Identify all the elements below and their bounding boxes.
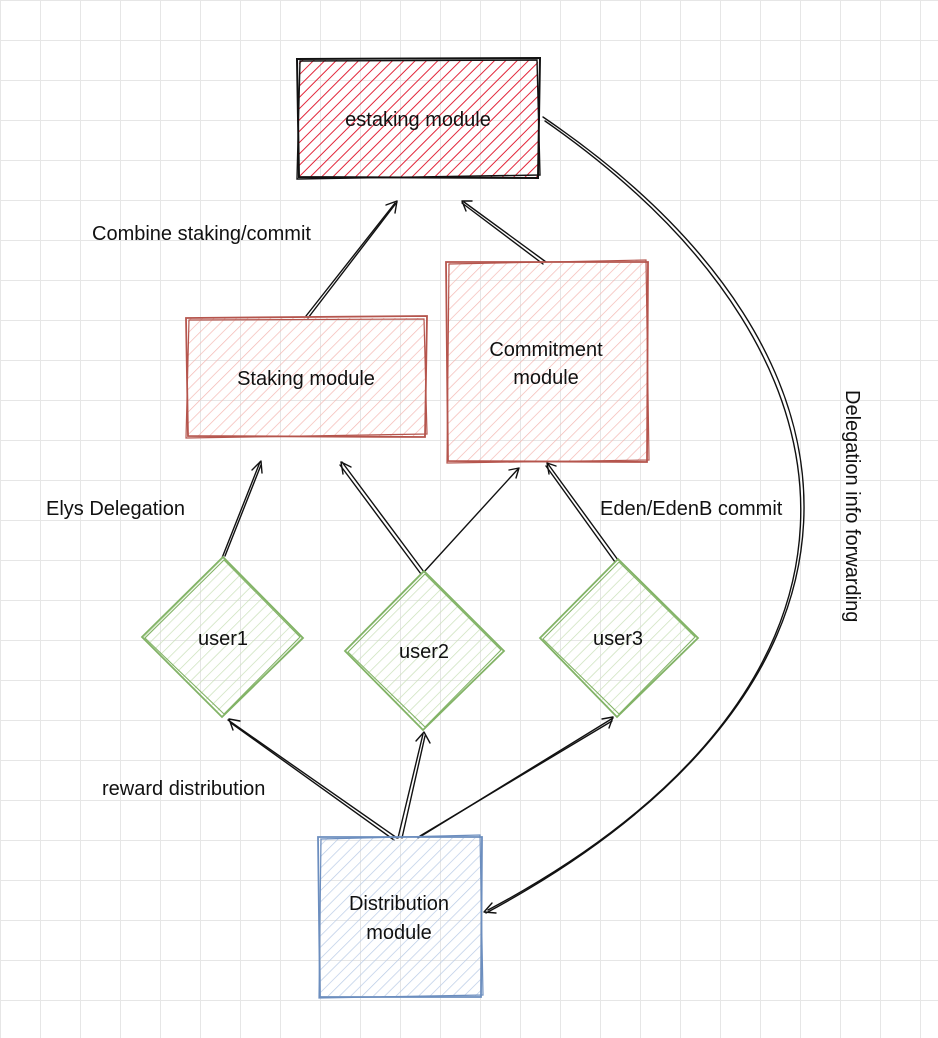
distribution-module-label-line1: Distribution — [349, 893, 449, 915]
delegation-forwarding-label: Delegation info forwarding — [841, 390, 863, 622]
staking-module-node[interactable]: Staking module — [185, 315, 428, 439]
user2-label: user2 — [399, 641, 449, 663]
edge-distribution-to-user1 — [227, 718, 398, 841]
edge-user2-to-commitment — [423, 467, 520, 573]
edge-user1-to-staking — [221, 460, 263, 559]
edge-user3-to-commitment — [545, 462, 619, 563]
edge-user2-to-staking — [339, 461, 425, 575]
user3-node[interactable]: user3 — [538, 557, 700, 719]
distribution-module-node[interactable]: Distribution module — [317, 834, 484, 999]
user2-node[interactable]: user2 — [343, 569, 506, 732]
commitment-module-label-line2: module — [513, 367, 579, 389]
edge-distribution-to-user3 — [417, 716, 614, 839]
reward-distribution-label: reward distribution — [102, 778, 265, 800]
elys-delegation-label: Elys Delegation — [46, 498, 185, 520]
edge-staking-to-estaking — [305, 200, 398, 319]
estaking-module-node[interactable]: estaking module — [295, 56, 542, 180]
estaking-module-label: estaking module — [345, 109, 491, 131]
user3-label: user3 — [593, 628, 643, 650]
combine-staking-commit-label: Combine staking/commit — [92, 223, 311, 245]
commitment-module-node[interactable]: Commitment module — [445, 259, 650, 464]
staking-module-label: Staking module — [237, 368, 375, 390]
eden-commit-label: Eden/EdenB commit — [600, 498, 783, 520]
user1-node[interactable]: user1 — [140, 555, 305, 719]
user1-label: user1 — [198, 628, 248, 650]
edge-commitment-to-estaking — [461, 200, 547, 265]
edge-estaking-to-distribution — [483, 116, 805, 914]
distribution-module-label-line2: module — [366, 922, 432, 944]
edge-distribution-to-user2 — [397, 731, 431, 839]
commitment-module-label-line1: Commitment — [489, 339, 603, 361]
